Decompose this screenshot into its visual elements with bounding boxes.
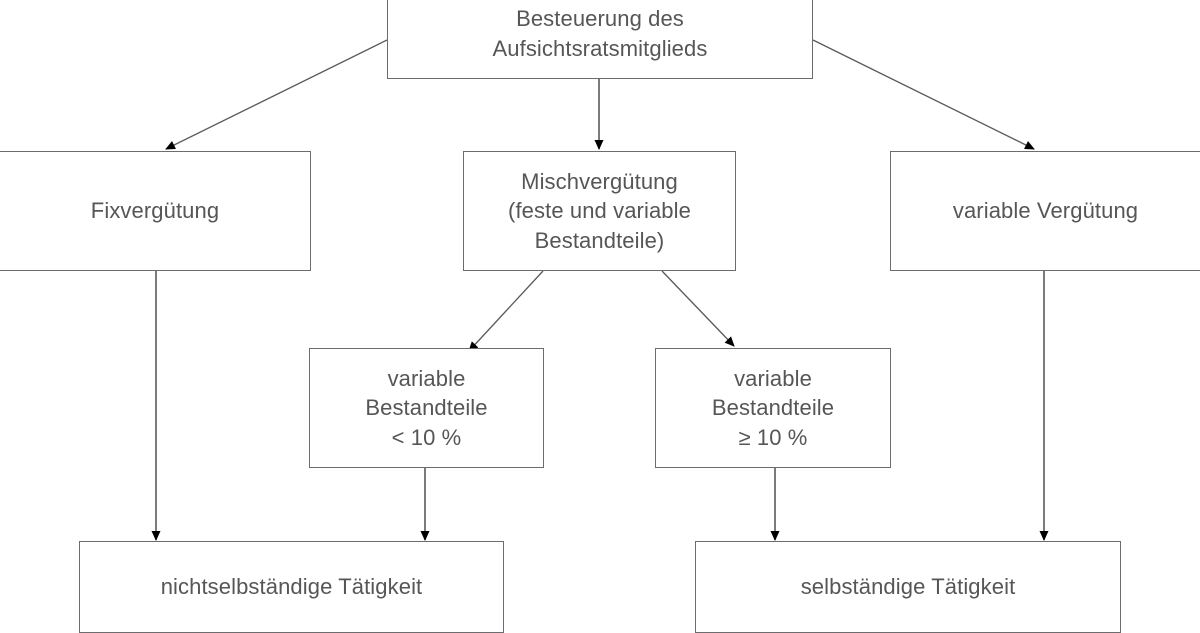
node-variable-ge-10[interactable]: variable Bestandteile ≥ 10 %: [655, 348, 891, 468]
node-mixed-remuneration-label: Mischvergütung (feste und variable Besta…: [508, 169, 691, 253]
edge-layer: [151, 39, 1049, 541]
node-root-label: Besteuerung des Aufsichtsratsmitglieds: [492, 6, 708, 61]
node-variable-ge-10-label: variable Bestandteile ≥ 10 %: [711, 366, 835, 450]
edge-mixed-to-lt10: [468, 270, 544, 352]
edge-mixed-to-ge10: [661, 270, 735, 347]
node-variable-lt-10[interactable]: variable Bestandteile < 10 %: [309, 348, 544, 468]
node-non-self-employed[interactable]: nichtselbständige Tätigkeit: [79, 541, 504, 633]
node-variable-lt-10-label: variable Bestandteile < 10 %: [365, 366, 488, 450]
edge-root-to-variable: [812, 39, 1035, 150]
node-non-self-employed-label: nichtselbständige Tätigkeit: [160, 574, 423, 600]
node-fixed-remuneration-label: Fixvergütung: [90, 198, 220, 224]
node-self-employed-label: selbständige Tätigkeit: [800, 574, 1016, 600]
node-variable-remuneration[interactable]: variable Vergütung: [890, 151, 1200, 271]
node-variable-remuneration-label: variable Vergütung: [952, 198, 1139, 224]
node-root[interactable]: Besteuerung des Aufsichtsratsmitglieds: [387, 0, 813, 79]
edge-root-to-fixed: [165, 39, 388, 150]
node-fixed-remuneration[interactable]: Fixvergütung: [0, 151, 311, 271]
node-self-employed[interactable]: selbständige Tätigkeit: [695, 541, 1121, 633]
node-mixed-remuneration[interactable]: Mischvergütung (feste und variable Besta…: [463, 151, 736, 271]
